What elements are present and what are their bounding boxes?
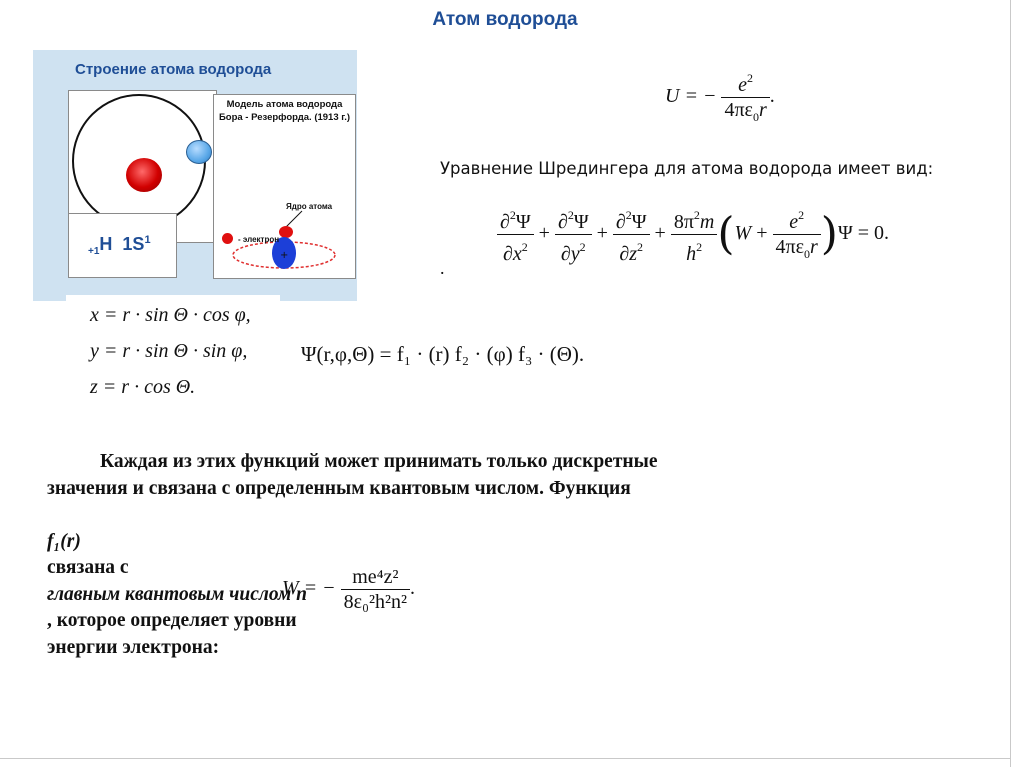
- bohr-model-title: Модель атома водорода Бора - Резерфорда.…: [218, 99, 351, 123]
- bohr-model-box: Модель атома водорода Бора - Резерфорда.…: [213, 94, 356, 279]
- bottom-border: [0, 758, 1011, 759]
- paragraph-line-3: связана с главным квантовым числом n, ко…: [47, 557, 308, 631]
- dot-mark: .: [440, 258, 445, 278]
- nucleus-label: Ядро атома: [286, 202, 333, 211]
- electron-icon: [186, 140, 212, 164]
- electron-configuration: +1H 1S1: [88, 234, 151, 257]
- electron-legend-icon: [222, 233, 233, 244]
- coordinate-x: x = r · sin Θ · cos φ,: [90, 304, 251, 326]
- hydrogen-atom-illustration: Строение атома водорода +1H 1S1 Модель а…: [33, 50, 357, 301]
- nucleus-icon: [126, 158, 162, 192]
- separation-equation: Ψ(r,φ,Θ) = f₁ · (r) f₂ · (φ) f₃ · (Θ).: [301, 342, 585, 366]
- electron-label: - электрон: [238, 235, 280, 244]
- illustration-heading: Строение атома водорода: [75, 61, 272, 78]
- explanation-paragraph: Каждая из этих функций может принимать т…: [47, 449, 752, 661]
- paragraph-line-2: значения и связана с определенным кванто…: [47, 477, 631, 552]
- coordinate-z: z = r · cos Θ.: [90, 376, 196, 398]
- bohr-model-icon: +: [232, 210, 336, 269]
- svg-text:+: +: [280, 250, 288, 261]
- energy-equation: W = − me⁴z² 8ε₀²h²n² .: [282, 566, 416, 613]
- panel-gap: [66, 295, 280, 315]
- electron-configuration-box: +1H 1S1: [68, 213, 177, 278]
- right-border: [1010, 0, 1011, 767]
- paragraph-line-4: энергии электрона:: [47, 636, 220, 658]
- coordinate-y: y = r · sin Θ · sin φ,: [90, 340, 248, 362]
- potential-energy-equation: U = − e2 4πε0r .: [665, 66, 775, 129]
- schrodinger-intro: Уравнение Шредингера для атома водорода …: [440, 159, 934, 178]
- paragraph-line-1: Каждая из этих функций может принимать т…: [100, 451, 658, 472]
- slide-title: Атом водорода: [432, 9, 578, 30]
